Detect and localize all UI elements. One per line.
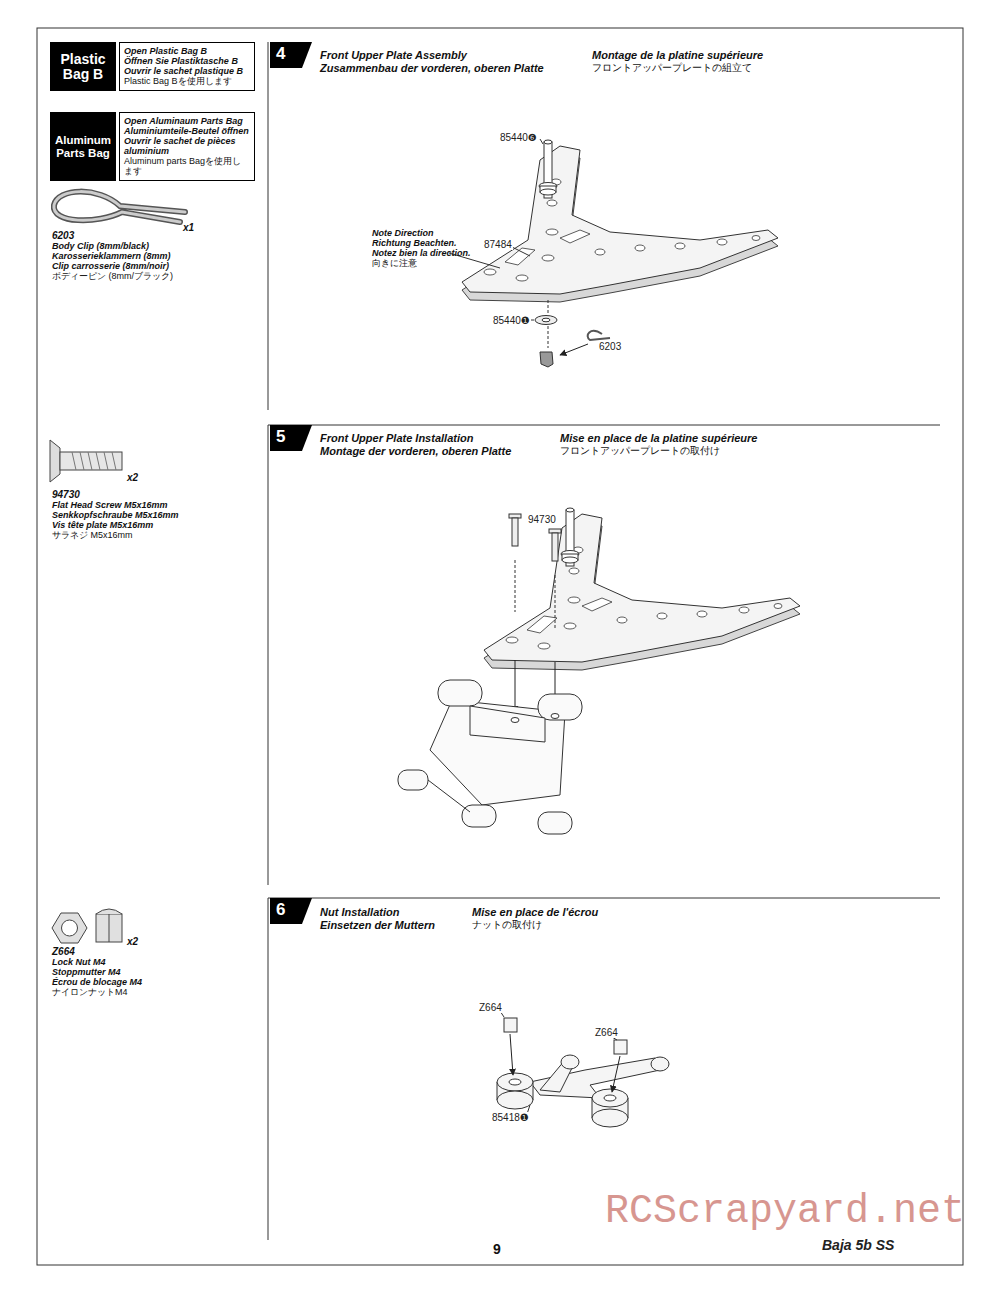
part-callout: 85418❶ [491, 1112, 530, 1123]
page-number: 9 [493, 1242, 501, 1257]
part-callout: Z664 [594, 1027, 619, 1038]
step-title: Nut Installation [320, 906, 399, 918]
part-quantity: x2 [127, 472, 138, 483]
parts-bag-box: Aluminum Parts BagOpen Aluminaum Parts B… [50, 112, 255, 181]
part-description: ボディーピン (8mm/ブラック) [52, 272, 173, 282]
part-callout: Z664 [478, 1002, 503, 1013]
part-quantity: x1 [183, 222, 194, 233]
bag-instruction-line: Aluminiumteile-Beutel öffnen [124, 126, 250, 136]
step-title: Zusammenbau der vorderen, oberen Platte [320, 62, 544, 74]
part-number: Z664 [52, 946, 75, 957]
part-callout: 6203 [598, 341, 622, 352]
part-callout: 85440❻ [499, 132, 538, 143]
step-title: Front Upper Plate Installation [320, 432, 473, 444]
bag-label: Plastic Bag B [50, 42, 116, 91]
direction-note: Note Direction [372, 229, 434, 239]
part-description: Clip carrosserie (8mm/noir) [52, 262, 169, 272]
step-number: 5 [276, 428, 285, 447]
step-number: 4 [276, 45, 285, 64]
part-description: Senkkopfschraube M5x16mm [52, 511, 179, 521]
step-number: 6 [276, 901, 285, 920]
bag-label: Aluminum Parts Bag [50, 112, 116, 181]
step-title: Montage de la platine supérieure [592, 49, 763, 61]
model-logo: Baja 5b SS [822, 1238, 894, 1253]
bag-instruction-line: Ouvrir le sachet de pièces aluminium [124, 136, 250, 156]
bag-instruction-line: Open Plastic Bag B [124, 46, 250, 56]
direction-note: Notez bien la direction. [372, 249, 471, 259]
step-title: Mise en place de l'écrou [472, 906, 598, 918]
direction-note: Richtung Beachten. [372, 239, 457, 249]
bag-instruction-line: Plastic Bag Bを使用します [124, 76, 250, 86]
part-description: ナイロンナットM4 [52, 988, 128, 998]
parts-bag-box: Plastic Bag BOpen Plastic Bag BÖffnen Si… [50, 42, 255, 91]
bag-instructions: Open Plastic Bag BÖffnen Sie Plastiktasc… [119, 42, 255, 91]
step-title: Montage der vorderen, oberen Platte [320, 445, 511, 457]
bag-instruction-line: Open Aluminaum Parts Bag [124, 116, 250, 126]
step-title: Mise en place de la platine supérieure [560, 432, 757, 444]
part-callout: 94730 [527, 514, 557, 525]
bag-instruction-line: Öffnen Sie Plastiktasche B [124, 56, 250, 66]
step-title: フロントアッパープレートの組立て [592, 63, 752, 73]
step-title: ナットの取付け [472, 920, 542, 930]
bag-instruction-line: Ouvrir le sachet plastique B [124, 66, 250, 76]
part-description: Vis tête plate M5x16mm [52, 521, 153, 531]
part-description: Stoppmutter M4 [52, 968, 121, 978]
watermark: RCScrapyard.net [605, 1190, 965, 1234]
direction-note: 向きに注意 [372, 259, 417, 269]
part-description: Lock Nut M4 [52, 958, 106, 968]
step-title: フロントアッパープレートの取付け [560, 446, 720, 456]
part-description: Écrou de blocage M4 [52, 978, 142, 988]
step-title: Front Upper Plate Assembly [320, 49, 467, 61]
bag-instructions: Open Aluminaum Parts BagAluminiumteile-B… [119, 112, 255, 181]
part-number: 94730 [52, 489, 80, 500]
part-callout: 85440❶ [492, 315, 531, 326]
part-number: 6203 [52, 230, 74, 241]
part-description: Body Clip (8mm/black) [52, 242, 149, 252]
bag-instruction-line: Aluminum parts Bagを使用します [124, 156, 250, 176]
part-description: Karosserieklammern (8mm) [52, 252, 171, 262]
part-callout: 87484 [483, 239, 513, 250]
part-description: サラネジ M5x16mm [52, 531, 133, 541]
step-title: Einsetzen der Muttern [320, 919, 435, 931]
part-quantity: x2 [127, 936, 138, 947]
part-description: Flat Head Screw M5x16mm [52, 501, 168, 511]
